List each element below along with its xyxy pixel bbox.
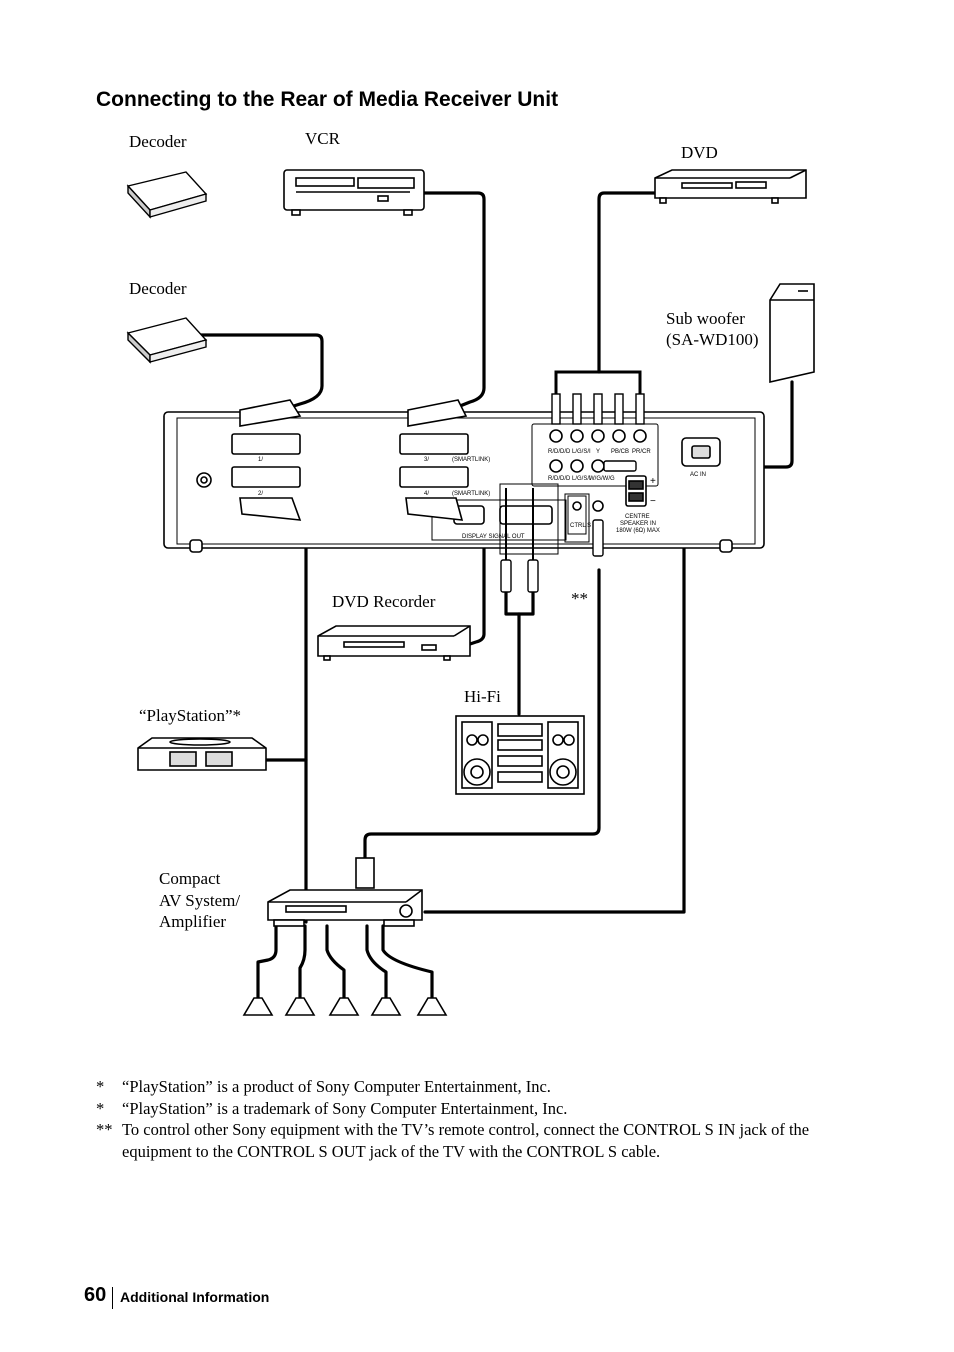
label-playstation: “PlayStation”* [139,706,241,725]
subwoofer-cable [638,380,794,469]
centre-label: CENTRE [625,514,650,520]
page-footer: 60 Additional Information [84,1284,269,1309]
scart4-label: 4/ [424,491,429,497]
label-hifi: Hi-Fi [464,687,501,706]
minus-label: − [650,496,656,507]
label-compact-3: Amplifier [159,912,227,931]
ac-in-label: AC IN [690,472,706,478]
footnote: * “PlayStation” is a product of Sony Com… [96,1076,866,1098]
label-compact-1: Compact [159,869,221,888]
label-compact-2: AV System/ [159,891,241,910]
jack-row2: R/D/D/D L/G/S/I [548,476,591,482]
footnote-mark: * [96,1077,105,1096]
footnote: * “PlayStation” is a trademark of Sony C… [96,1098,866,1120]
label-dvd-recorder: DVD Recorder [332,592,436,611]
footnote-text: “PlayStation” is a product of Sony Compu… [122,1077,551,1096]
dvd-device [654,169,807,204]
jack-row1: R/D/D/D L/G/S/I [548,449,591,455]
vcr-device [283,169,425,216]
amplifier-device [267,857,423,927]
dvd-cable [597,191,657,374]
playstation-device [137,737,267,771]
label-double-star: ** [571,589,588,608]
plus-label: + [650,476,656,487]
label-decoder-top: Decoder [129,132,187,151]
decoder-mid [126,317,208,364]
tv-rear-panel [163,411,765,553]
footer-section: Additional Information [120,1289,270,1305]
hifi-cable [504,590,535,616]
page-heading: Connecting to the Rear of Media Receiver… [96,88,559,111]
speaker-in-label: SPEAKER IN [620,521,656,527]
label-subwoofer-2: (SA-WD100) [666,330,759,349]
smartlink-a: (SMARTLINK) [452,457,490,463]
footnote-text: “PlayStation” is a trademark of Sony Com… [122,1098,568,1118]
jack-y: Y [596,449,600,455]
smartlink-b: (SMARTLINK) [452,491,490,497]
label-subwoofer-1: Sub woofer [666,309,745,328]
dvd-recorder-device [317,625,471,661]
subwoofer-device [769,283,815,384]
jack-pr: PR/CR [632,449,651,455]
footnote-text: To control other Sony equipment with the… [122,1120,810,1161]
speakers [242,997,448,1016]
footnote: ** To control other Sony equipment with … [96,1119,866,1162]
speaker-max-label: 180W (6Ω) MAX [616,528,660,534]
hifi-device [455,715,585,795]
scart3-label: 3/ [424,457,429,463]
page-number: 60 [84,1284,107,1306]
decoder-top [126,171,208,219]
ctrl-s-label: CTRL S [570,523,591,529]
label-dvd: DVD [681,143,718,162]
playstation-cable [268,511,308,924]
jack-pb: PB/CB [611,449,629,455]
footnote-mark: * [96,1098,105,1118]
vcr-cable [422,191,486,414]
label-vcr: VCR [305,129,340,148]
rca-plugs-top [551,370,645,425]
scart2-label: 2/ [258,491,263,497]
scart1-label: 1/ [258,457,263,463]
display-signal-out-label: DISPLAY SIGNAL OUT [462,534,525,540]
scart-plugs [239,399,468,521]
decoder-cable [196,333,324,414]
footnote-mark: ** [96,1120,113,1139]
label-decoder-mid: Decoder [129,279,187,298]
footer-divider [112,1287,113,1309]
footnotes: * “PlayStation” is a product of Sony Com… [96,1076,866,1162]
jack-wg: W/G/W/G [589,476,615,482]
amp-cable [363,568,601,862]
rca-plugs-hifi [500,460,637,593]
